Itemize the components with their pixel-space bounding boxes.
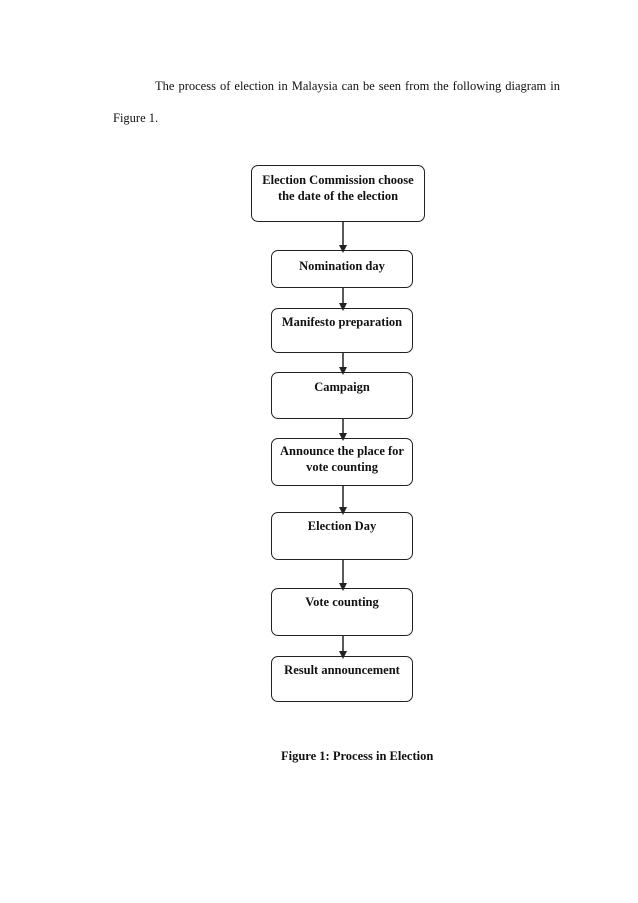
flow-step-manifesto-preparation: Manifesto preparation xyxy=(271,308,413,353)
flow-step-vote-counting: Vote counting xyxy=(271,588,413,636)
figure-caption: Figure 1: Process in Election xyxy=(281,749,434,763)
paragraph-line-2: Figure 1. xyxy=(113,111,159,125)
flow-step-campaign: Campaign xyxy=(271,372,413,419)
flow-step-election-day: Election Day xyxy=(271,512,413,560)
flow-step-result-announcement: Result announcement xyxy=(271,656,413,702)
flow-step-nomination-day: Nomination day xyxy=(271,250,413,288)
flow-step-election-commission: Election Commission choose the date of t… xyxy=(251,165,425,222)
paragraph-line-1: The process of election in Malaysia can … xyxy=(155,79,560,93)
flow-step-announce-vote-counting-place: Announce the place for vote counting xyxy=(271,438,413,486)
